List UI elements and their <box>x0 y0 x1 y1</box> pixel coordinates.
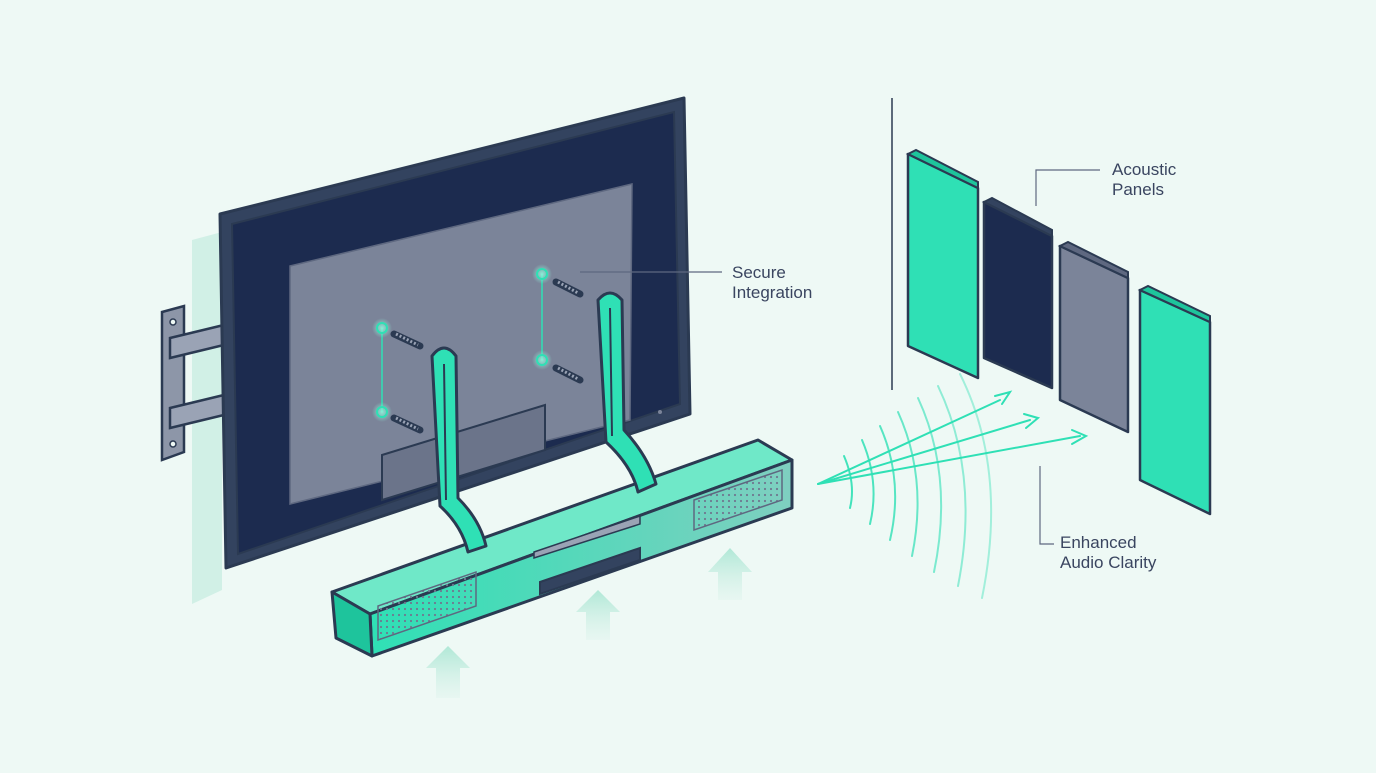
screw-hole-1 <box>372 318 424 350</box>
callout-audio-line2: Audio Clarity <box>1060 553 1157 572</box>
callout-secure-line1: Secure <box>732 263 786 282</box>
screw-hole-4 <box>532 350 584 384</box>
callout-acoustic-panels: Acoustic Panels <box>1112 160 1176 200</box>
sound-wave-arcs <box>817 373 1089 599</box>
panel-1 <box>905 148 980 380</box>
panel-2 <box>981 196 1054 390</box>
callout-acoustic-line1: Acoustic <box>1112 160 1177 179</box>
mounting-screws <box>372 264 584 434</box>
panel-3 <box>1057 240 1130 434</box>
callout-audio-line1: Enhanced <box>1060 533 1137 552</box>
wall-mount-bracket <box>160 232 230 604</box>
acoustic-panels <box>891 98 1212 516</box>
leader-lines <box>580 169 1100 545</box>
tv-monitor <box>218 96 692 570</box>
callout-acoustic-line2: Panels <box>1112 180 1164 199</box>
screw-hole-2 <box>372 402 424 434</box>
callout-enhanced-audio: Enhanced Audio Clarity <box>1060 533 1156 573</box>
screw-hole-3 <box>532 264 584 298</box>
soundbar-brackets <box>430 291 658 554</box>
upward-arrows <box>426 548 752 698</box>
panel-4 <box>1137 284 1212 516</box>
callout-secure-line2: Integration <box>732 283 813 302</box>
soundbar <box>330 438 794 658</box>
callout-secure-integration: Secure Integration <box>732 263 812 303</box>
